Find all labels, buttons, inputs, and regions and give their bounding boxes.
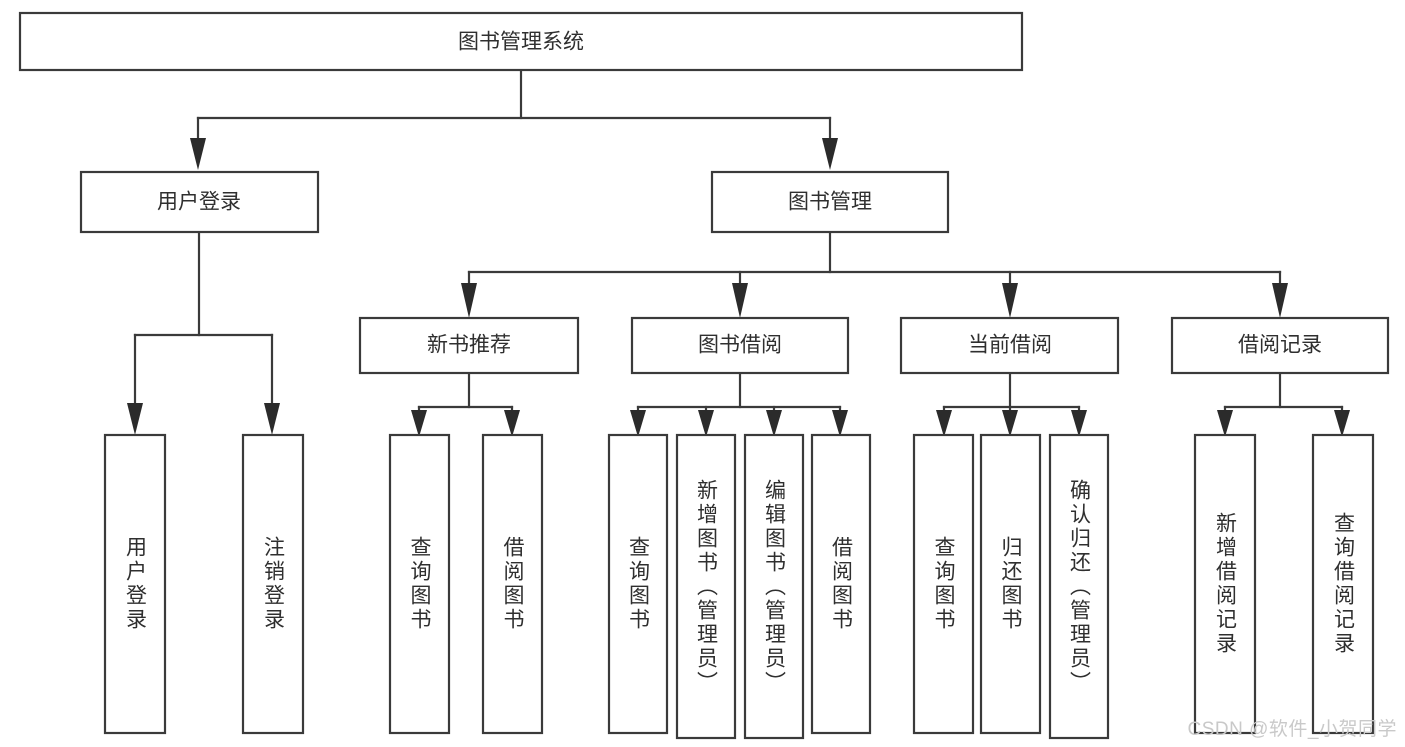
arrow-head-cb-confirm (1071, 410, 1087, 437)
node-label-root-title: 图书管理系统 (458, 31, 584, 54)
node-label-book-manage: 图书管理 (788, 191, 872, 214)
arrow-head-bb-query (630, 410, 646, 437)
connector-group-userlogin (127, 230, 280, 435)
arrow-head-nbr-query (411, 410, 427, 437)
arrow-head-nbr-borrow (504, 410, 520, 437)
arrow-head-br-search (1334, 410, 1350, 437)
node-label-new-book-rec: 新书推荐 (427, 334, 511, 357)
arrow-head-leaf-user-logout (264, 403, 280, 435)
node-box-leaf-borrow-borrow[interactable] (810, 433, 872, 735)
arrow-head-borrow-record (1272, 283, 1288, 318)
connector-group-root (190, 68, 838, 170)
csdn-watermark: CSDN @软件_小贺同学 (1187, 719, 1397, 740)
arrow-head-cb-query (936, 410, 952, 437)
arrow-head-bookmanage (822, 138, 838, 170)
node-box-new-book-rec[interactable] (358, 316, 580, 375)
node-box-leaf-user-login[interactable] (103, 433, 167, 735)
node-box-leaf-user-logout[interactable] (241, 433, 305, 735)
connector-group-bookmanage (461, 230, 1288, 318)
node-box-user-login[interactable] (79, 170, 320, 234)
node-box-book-borrow[interactable] (630, 316, 850, 375)
node-box-leaf-cur-confirm[interactable] (1048, 433, 1110, 740)
node-box-leaf-rec-search[interactable] (1311, 433, 1375, 735)
arrow-head-new-book-rec (461, 283, 477, 318)
node-label-user-login: 用户登录 (157, 191, 241, 214)
node-box-leaf-cur-return[interactable] (979, 433, 1042, 735)
node-box-book-manage[interactable] (710, 170, 950, 234)
arrow-head-cb-return (1002, 410, 1018, 437)
arrow-head-bb-edit (766, 410, 782, 437)
node-box-leaf-rec-borrow[interactable] (481, 433, 544, 735)
node-box-leaf-rec-query[interactable] (388, 433, 451, 735)
node-box-leaf-borrow-add[interactable] (675, 433, 737, 740)
arrow-head-book-borrow (732, 283, 748, 318)
arrow-head-bb-add (698, 410, 714, 437)
node-label-borrow-record: 借阅记录 (1238, 334, 1322, 357)
arrow-head-current-borrow (1002, 283, 1018, 318)
node-box-root-title[interactable] (18, 11, 1024, 72)
node-box-leaf-cur-query[interactable] (912, 433, 975, 735)
arrow-head-bb-borrow (832, 410, 848, 437)
node-box-leaf-rec-add[interactable] (1193, 433, 1257, 735)
node-box-leaf-borrow-query[interactable] (607, 433, 669, 735)
connector-group-borrowrecord (1217, 371, 1350, 437)
arrow-head-leaf-user-login (127, 403, 143, 435)
node-label-book-borrow: 图书借阅 (698, 334, 782, 357)
node-box-current-borrow[interactable] (899, 316, 1120, 375)
arrow-head-userlogin (190, 138, 206, 170)
arrow-head-br-add (1217, 410, 1233, 437)
node-box-leaf-borrow-edit[interactable] (743, 433, 805, 740)
connector-group-bookborrow (630, 371, 848, 437)
node-label-current-borrow: 当前借阅 (968, 334, 1052, 357)
connector-group-currentborrow (936, 371, 1087, 437)
node-box-borrow-record[interactable] (1170, 316, 1390, 375)
connector-group-newbookrec (411, 371, 520, 437)
